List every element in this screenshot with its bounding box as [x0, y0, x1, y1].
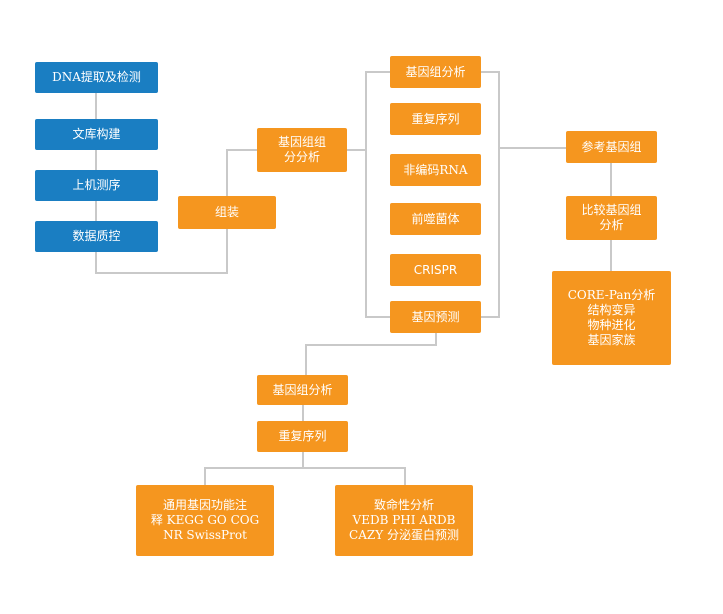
connector-prediction-down — [435, 332, 437, 346]
node-label-line: 基因家族 — [587, 333, 636, 347]
node-label-line: 比较基因组 — [581, 203, 642, 217]
node-label: 参考基因组 — [581, 139, 642, 154]
node-label-line: CORE-Pan分析 — [567, 288, 656, 302]
node-annotation-genome-analysis: 基因组分析 — [257, 375, 348, 405]
connector-prep-to-assembly-h — [95, 272, 228, 274]
node-label-line: 通用基因功能注 — [162, 498, 247, 512]
node-label-line: NR SwissProt — [163, 528, 247, 542]
node-sequencing: 上机测序 — [35, 170, 158, 201]
node-data-qc: 数据质控 — [35, 221, 158, 252]
connector-to-pathogenicity — [404, 467, 406, 485]
node-pathogenicity-analysis: 致命性分析 VEDB PHI ARDB CAZY 分泌蛋白预测 — [335, 485, 473, 556]
node-reference-genome: 参考基因组 — [566, 131, 657, 163]
node-genome-component-analysis: 基因组组 分分析 — [257, 128, 347, 172]
connector-annotation-between — [302, 405, 304, 421]
node-label: 基因组分析 — [405, 64, 466, 79]
node-label-line: 基因组组 — [277, 135, 326, 149]
node-label: CRISPR — [413, 262, 458, 277]
connector-to-general — [204, 467, 206, 485]
node-crispr: CRISPR — [390, 254, 481, 286]
node-comparative-genome: 比较基因组 分析 — [566, 196, 657, 240]
node-genome-analysis: 基因组分析 — [390, 56, 481, 88]
node-label-line: 释 KEGG GO COG — [150, 513, 260, 527]
node-gene-prediction: 基因预测 — [390, 301, 481, 333]
connector-to-annotation-genome — [305, 344, 307, 376]
node-label: 组装 — [214, 205, 239, 219]
connector-repeat-down — [302, 452, 304, 469]
bracket-right-bottom — [481, 316, 500, 318]
node-label: 文库构建 — [72, 127, 121, 141]
bracket-left-vertical — [365, 71, 367, 318]
node-comparative-details: CORE-Pan分析 结构变异 物种进化 基因家族 — [552, 271, 671, 365]
node-prophage: 前噬菌体 — [390, 203, 481, 235]
bracket-left-bottom — [365, 316, 391, 318]
node-general-annotation: 通用基因功能注 释 KEGG GO COG NR SwissProt — [136, 485, 274, 556]
node-label: 数据质控 — [72, 229, 121, 243]
node-assembly: 组装 — [178, 196, 276, 229]
connector-split-h — [204, 467, 406, 469]
node-label-line: 物种进化 — [587, 318, 636, 332]
node-noncoding-rna: 非编码RNA — [390, 154, 481, 186]
node-label: 上机测序 — [72, 178, 121, 192]
node-repeat-sequence: 重复序列 — [390, 103, 481, 135]
connector-bracket-to-reference — [498, 147, 566, 149]
node-label-line: VEDB PHI ARDB — [352, 513, 456, 527]
connector-prediction-h — [305, 344, 437, 346]
node-label: 重复序列 — [278, 429, 327, 443]
node-label-line: 分分析 — [283, 150, 320, 164]
node-label-line: 结构变异 — [587, 303, 636, 317]
connector-compare-to-details — [610, 240, 612, 271]
node-label: 基因预测 — [411, 309, 460, 324]
node-dna-extraction: DNA提取及检测 — [35, 62, 158, 93]
node-label: 重复序列 — [411, 111, 460, 126]
node-label-line: 分析 — [599, 218, 624, 232]
node-label-line: CAZY 分泌蛋白预测 — [349, 528, 459, 542]
bracket-right-vertical — [498, 71, 500, 318]
connector-assembly-to-component-h — [226, 149, 258, 151]
node-label-line: 致命性分析 — [373, 498, 434, 512]
node-label: 非编码RNA — [403, 162, 468, 177]
node-label: 前噬菌体 — [411, 211, 460, 226]
node-label: DNA提取及检测 — [52, 70, 141, 84]
node-library-construction: 文库构建 — [35, 119, 158, 150]
connector-reference-to-compare — [610, 163, 612, 196]
node-annotation-repeat-sequence: 重复序列 — [257, 421, 348, 452]
connector-component-to-bracket — [347, 149, 367, 151]
node-label: 基因组分析 — [272, 382, 333, 397]
bracket-right-top — [481, 71, 500, 73]
bracket-left-top — [365, 71, 391, 73]
